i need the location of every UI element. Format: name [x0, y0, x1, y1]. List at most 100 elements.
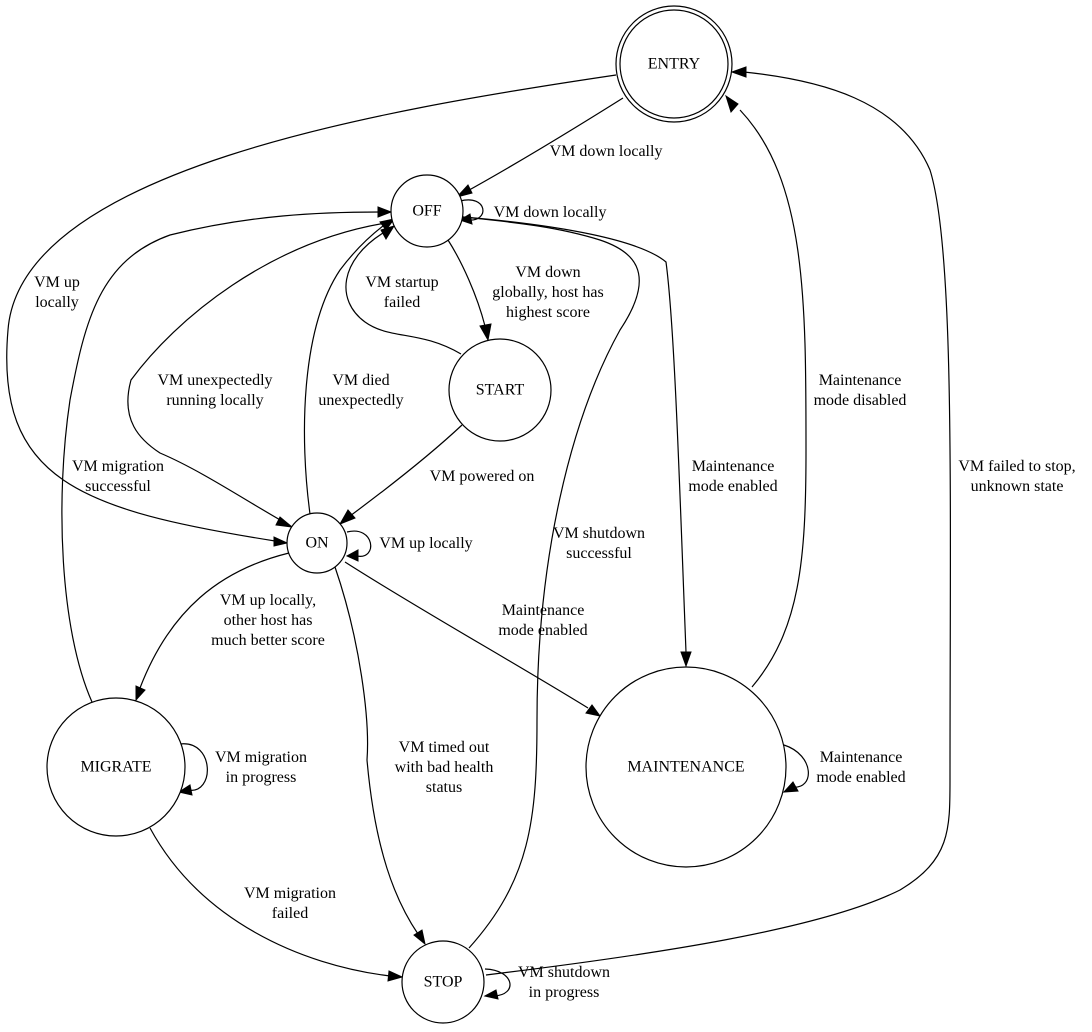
edge-line	[334, 566, 419, 935]
edge-label-entry-off: VM down locally	[550, 143, 663, 160]
edge-label-line: VM failed to stop,	[958, 458, 1075, 475]
edge-off-to-maintenance	[462, 216, 692, 668]
edge-label-line: mode enabled	[688, 478, 777, 495]
edge-stop-to-entry	[485, 66, 952, 976]
edge-line	[127, 221, 393, 522]
node-stop[interactable]: STOP	[401, 940, 485, 1024]
edge-label-line: VM died	[332, 372, 389, 389]
edge-label-line: VM down locally	[550, 143, 663, 160]
node-start-circle	[448, 338, 552, 442]
edge-label-line: with bad health	[395, 759, 494, 776]
edge-migrate-to-off	[61, 206, 393, 703]
edge-line	[346, 530, 372, 557]
edge-label-line: mode enabled	[498, 622, 587, 639]
edge-label-stop-entry: VM failed to stop,unknown state	[958, 458, 1075, 495]
edge-label-line: VM up locally	[379, 535, 472, 552]
edge-label-on-self: VM up locally	[379, 535, 472, 552]
arrowhead	[135, 685, 146, 702]
arrowhead	[680, 651, 692, 668]
node-start[interactable]: START	[448, 338, 552, 442]
edge-line	[344, 561, 589, 709]
edge-line	[739, 109, 807, 688]
edge-label-line: VM shutdown	[553, 525, 645, 542]
edge-stop-to-off	[462, 216, 640, 949]
node-label: MAINTENANCE	[627, 759, 744, 776]
edge-label-line: VM migration	[72, 458, 164, 475]
node-entry[interactable]: ENTRY	[615, 5, 733, 123]
edge-line	[303, 225, 384, 515]
node-off[interactable]: OFF	[390, 174, 464, 248]
node-entry-inner-ring	[619, 9, 729, 119]
arrowhead	[275, 516, 294, 528]
edge-label-line: VM powered on	[430, 468, 535, 485]
edge-label-line: VM up	[34, 274, 80, 291]
node-label: STOP	[424, 974, 463, 991]
edge-off-to-on	[127, 221, 393, 528]
node-migrate[interactable]: MIGRATE	[46, 697, 186, 837]
node-maintenance[interactable]: MAINTENANCE	[585, 666, 787, 868]
edge-line	[345, 232, 462, 355]
arrowhead	[483, 989, 499, 1000]
edge-label-line: highest score	[506, 304, 590, 321]
edge-label-line: status	[426, 779, 462, 796]
edge-label-line: VM startup	[365, 274, 438, 291]
node-label: ON	[305, 535, 329, 552]
node-on-circle	[286, 512, 348, 574]
arrowhead	[413, 929, 426, 946]
node-label: OFF	[412, 203, 441, 220]
edge-label-line: VM timed out	[399, 739, 490, 756]
edge-on-to-stop	[334, 566, 426, 946]
edge-label-line: locally	[35, 294, 79, 311]
edge-label-line: failed	[272, 905, 308, 922]
edge-on-self	[345, 530, 372, 562]
edge-on-to-maintenance	[344, 561, 602, 717]
arrowhead	[377, 206, 393, 218]
edge-line	[462, 216, 640, 949]
edge-on-to-migrate	[135, 552, 290, 702]
edge-line	[61, 211, 381, 703]
node-off-circle	[390, 174, 464, 248]
edge-line	[447, 239, 486, 327]
node-label: START	[476, 382, 525, 399]
edge-label-line: mode enabled	[816, 769, 905, 786]
edge-line	[461, 97, 624, 195]
edge-label-migrate-self: VM migration in progress	[215, 749, 307, 786]
arrowhead	[177, 784, 193, 796]
edge-label-start-on: VM powered on	[430, 468, 535, 485]
edge-migrate-to-stop	[149, 827, 404, 982]
edge-label-line: Maintenance	[692, 458, 775, 475]
edge-off-to-start	[447, 239, 492, 342]
edge-label-line: other host has	[224, 612, 313, 629]
arrowhead	[379, 218, 396, 231]
arrowhead	[455, 184, 473, 198]
node-on[interactable]: ON	[286, 512, 348, 574]
edge-label-line: mode disabled	[814, 392, 907, 409]
edge-label-line: VM migration	[215, 749, 307, 766]
edge-entry-to-on	[6, 74, 617, 547]
edge-label-line: unexpectedly	[318, 392, 403, 409]
edge-label-line: in progress	[226, 769, 297, 786]
arrowhead	[725, 94, 739, 114]
arrowhead	[585, 704, 602, 717]
arrowhead	[387, 970, 404, 982]
node-label: ENTRY	[648, 56, 701, 73]
edge-line	[485, 71, 952, 976]
edge-line	[459, 199, 484, 221]
arrowhead	[345, 549, 359, 562]
edge-on-to-off	[303, 218, 396, 515]
node-label: MIGRATE	[80, 759, 151, 776]
edge-label-line: much better score	[211, 632, 325, 649]
edge-label-on-stop: VM timed out with bad health status	[395, 739, 494, 796]
edge-line	[462, 216, 687, 653]
